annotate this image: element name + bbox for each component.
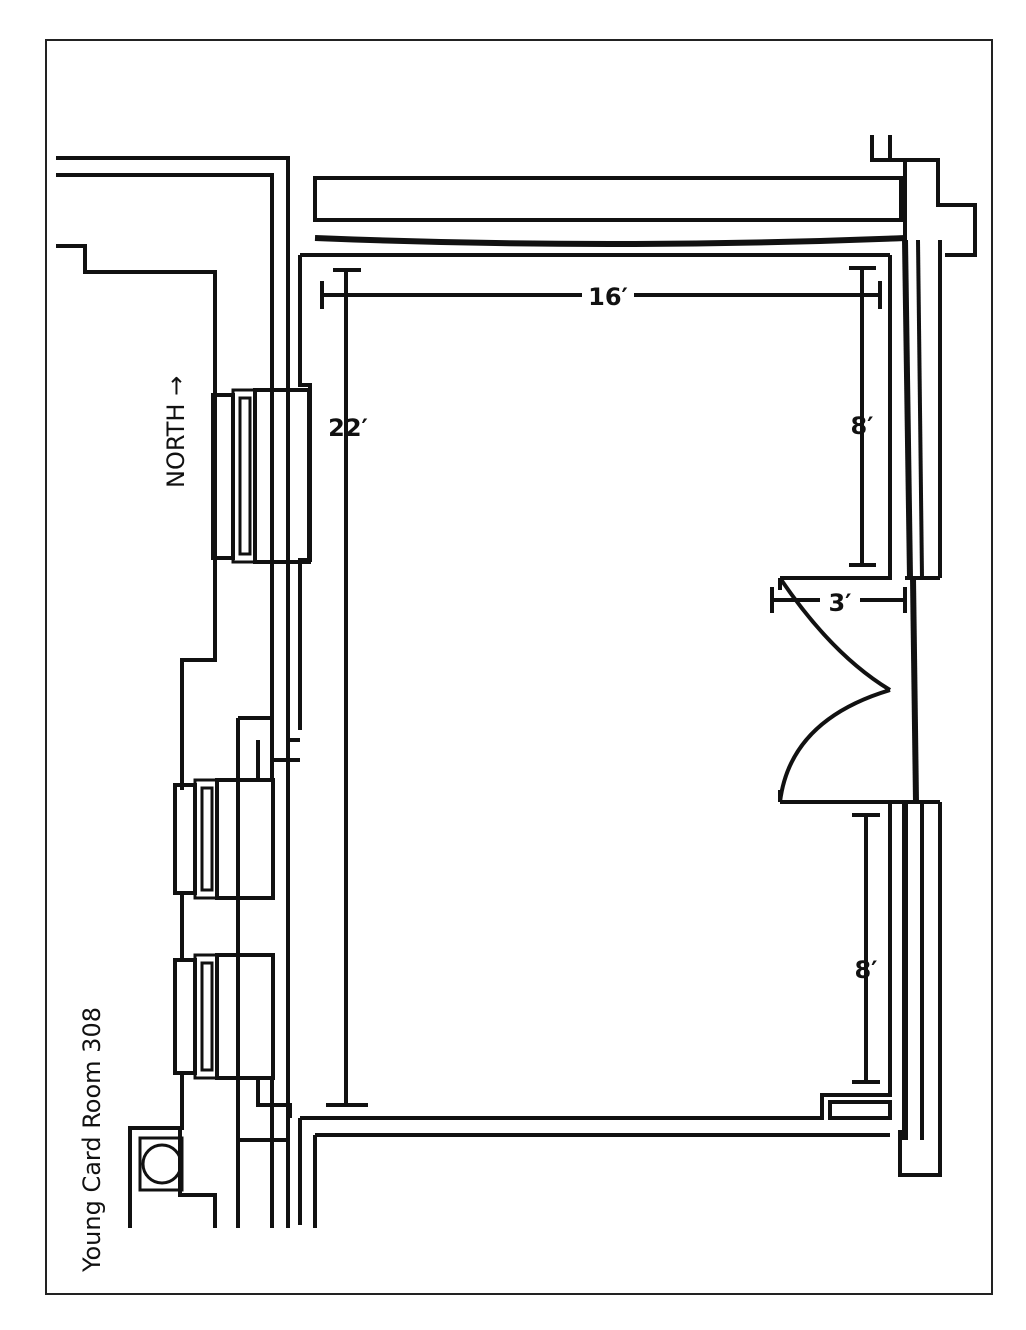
dimension-length-left [326,268,368,1107]
right-wall-upper [780,239,942,580]
dimension-label-length: 22′ [328,414,368,442]
door-swing [778,576,892,803]
north-label: NORTH → [162,376,190,488]
dimension-door [770,587,907,614]
left-exterior-wall [56,244,300,1228]
top-wall [56,135,977,1228]
dimension-label-right-upper: 8′ [850,412,873,440]
dimension-width-top [320,281,882,310]
column-icon [128,1126,217,1228]
right-wall-lower [300,577,942,1177]
window-upper [211,388,311,564]
dimension-label-door: 3′ [828,589,851,617]
window-lower [173,953,275,1080]
dimension-label-right-lower: 8′ [854,956,877,984]
window-middle [173,778,275,900]
dimension-right-upper [849,266,876,567]
bottom-wall [256,1080,890,1228]
dimension-label-width: 16′ [588,283,628,311]
room-label: Young Card Room 308 [78,1007,106,1273]
dimension-right-lower [852,813,880,1084]
page-frame [45,39,993,1295]
